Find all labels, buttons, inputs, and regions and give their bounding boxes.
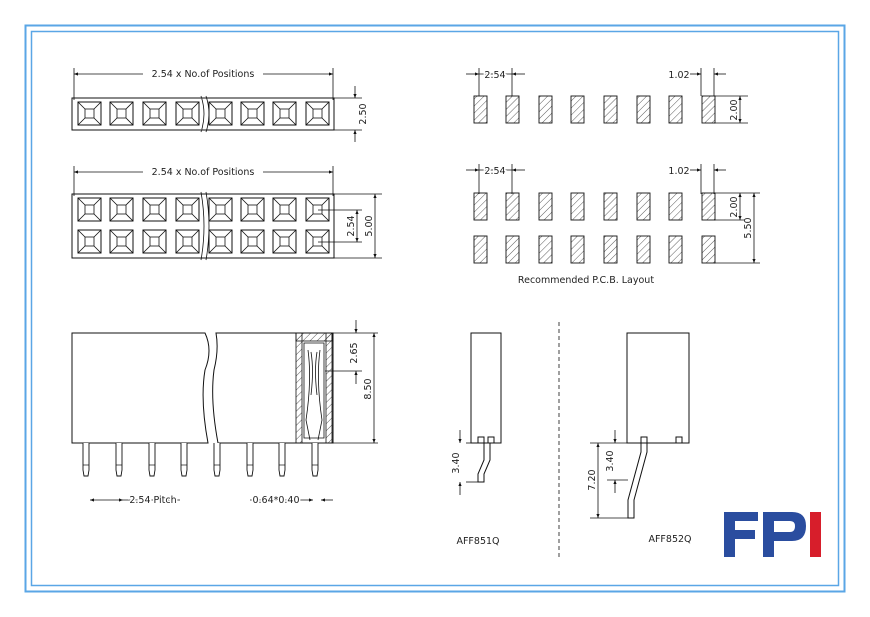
pcb-pad bbox=[473, 95, 488, 124]
pcb-pad bbox=[636, 95, 651, 124]
pcb-single-pitch-label: 2.54 bbox=[484, 70, 505, 81]
pcb-pad bbox=[603, 235, 618, 264]
contact-cell bbox=[109, 229, 134, 254]
aff852q-model-label: AFF852Q bbox=[648, 534, 691, 545]
pcb-pad bbox=[570, 235, 585, 264]
pcb-layout-caption: Recommended P.C.B. Layout bbox=[518, 275, 654, 286]
pcb-pad bbox=[636, 235, 651, 264]
contact-cell bbox=[208, 229, 233, 254]
pcb-pad bbox=[603, 192, 618, 221]
contact-cell bbox=[240, 229, 265, 254]
top-double-pitch-label: 2.54 bbox=[346, 215, 357, 236]
pcb-pad bbox=[570, 95, 585, 124]
contact-cell bbox=[175, 197, 200, 222]
contact-cell bbox=[240, 101, 265, 126]
pcb-double-width-label: 1.02 bbox=[668, 166, 689, 177]
pcb-pad bbox=[538, 192, 553, 221]
contact-cell bbox=[77, 101, 102, 126]
contact-cell bbox=[77, 197, 102, 222]
inner-frame bbox=[30, 30, 840, 587]
contact-cell bbox=[208, 101, 233, 126]
pcb-pad bbox=[636, 192, 651, 221]
contact-cell bbox=[305, 101, 330, 126]
aff851q-model-label: AFF851Q bbox=[456, 536, 499, 547]
pin bbox=[115, 443, 123, 477]
aff851q-profile: 3.40 AFF851Q bbox=[451, 332, 502, 547]
contact-cell bbox=[175, 229, 200, 254]
pin bbox=[148, 443, 156, 477]
pcb-double-span-label: 5.50 bbox=[743, 217, 754, 238]
pin bbox=[246, 443, 254, 477]
top-double-height-label: 5.00 bbox=[364, 215, 375, 236]
pin bbox=[180, 443, 188, 477]
contact-cell bbox=[305, 229, 330, 254]
contact-cell bbox=[272, 101, 297, 126]
pcb-pad bbox=[668, 235, 683, 264]
pin bbox=[213, 443, 221, 477]
pcb-single-width-label: 1.02 bbox=[668, 70, 689, 81]
aff852q-profile: 3.40 7.20 AFF852Q bbox=[586, 332, 692, 545]
side-height-label: 8.50 bbox=[363, 378, 374, 399]
pcb-pad bbox=[505, 192, 520, 221]
top-single-height-label: 2.50 bbox=[358, 103, 369, 124]
contact-cell bbox=[175, 101, 200, 126]
logo-letter-p bbox=[763, 512, 806, 557]
contact-cell bbox=[305, 197, 330, 222]
pcb-pad bbox=[701, 95, 716, 124]
top-view-double-row: 2.54 x No.of Positions 2.54 5.00 bbox=[71, 166, 382, 261]
contact-cell bbox=[208, 197, 233, 222]
pcb-pad bbox=[701, 192, 716, 221]
pin bbox=[311, 443, 319, 477]
top-single-length-label: 2.54 x No.of Positions bbox=[152, 69, 255, 80]
pcb-pad bbox=[505, 235, 520, 264]
top-view-single-row: 2.54 x No.of Positions 2.50 bbox=[71, 68, 369, 142]
top-double-length-label: 2.54 x No.of Positions bbox=[152, 167, 255, 178]
contact-cell bbox=[109, 101, 134, 126]
side-top-depth-label: 2.65 bbox=[349, 342, 360, 363]
aff852q-total-label: 7.20 bbox=[587, 469, 598, 490]
pcb-pad bbox=[570, 192, 585, 221]
contact-cell bbox=[142, 197, 167, 222]
side-view: 2.65 8.50 2.54 Pitch 0.64*0.40 bbox=[71, 320, 378, 508]
contact-cell bbox=[77, 229, 102, 254]
pin bbox=[82, 443, 90, 477]
side-pitch-label: 2.54 Pitch bbox=[129, 495, 176, 506]
pcb-pad bbox=[505, 95, 520, 124]
contact-cell bbox=[142, 101, 167, 126]
pin bbox=[278, 443, 286, 477]
side-pin-size-label: 0.64*0.40 bbox=[252, 495, 299, 506]
pcb-pad bbox=[473, 235, 488, 264]
pcb-pad bbox=[668, 95, 683, 124]
contact-cell bbox=[240, 197, 265, 222]
logo-letter-f bbox=[724, 512, 758, 557]
pcb-pad bbox=[538, 95, 553, 124]
pcb-pad bbox=[603, 95, 618, 124]
contact-cell bbox=[272, 229, 297, 254]
pcb-double-pad-height-label: 2.00 bbox=[729, 196, 740, 217]
pcb-layout-double: 2.54 1.02 2.00 5.50 Recommended P.C.B. L… bbox=[466, 164, 760, 286]
contact-cell bbox=[109, 197, 134, 222]
pcb-layout-single: 2.54 1.02 2.00 bbox=[466, 68, 748, 124]
pcb-single-height-label: 2.00 bbox=[729, 99, 740, 120]
pcb-pad bbox=[668, 192, 683, 221]
pcb-pad bbox=[538, 235, 553, 264]
pcb-pad bbox=[473, 192, 488, 221]
fpi-logo bbox=[724, 512, 821, 557]
aff852q-lead-label: 3.40 bbox=[605, 450, 616, 471]
outer-frame bbox=[24, 24, 846, 593]
contact-cell bbox=[272, 197, 297, 222]
logo-letter-i bbox=[810, 512, 821, 557]
pcb-double-pitch-label: 2.54 bbox=[484, 166, 505, 177]
pcb-pad bbox=[701, 235, 716, 264]
aff851q-lead-label: 3.40 bbox=[451, 452, 462, 473]
contact-cell bbox=[142, 229, 167, 254]
